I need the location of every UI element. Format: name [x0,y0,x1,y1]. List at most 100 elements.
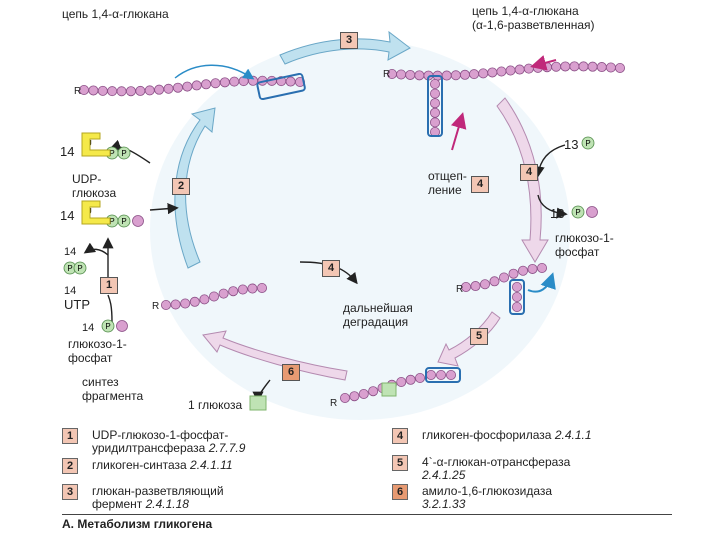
glucose-bead [228,286,239,297]
count-13-bottom: 13 [550,206,565,221]
glucan-chains [79,61,626,408]
cleave-arrow [450,112,467,151]
glucose-bead [237,284,248,295]
glucose-bead [349,391,360,402]
step-6-box: 6 [282,364,300,381]
r-label-1: R [74,86,82,97]
g1p-left-label-2: фосфат [68,351,113,365]
pp-phosphate-2-label: P [77,264,82,273]
glucose-bead [238,76,249,87]
legend-ec-number: 2.7.7.9 [208,441,246,455]
branch-box-top-right [427,75,443,137]
glucose-bead [248,75,259,86]
glucose-bead [182,81,193,92]
legend-enzyme-2: гликоген-синтаза 2.4.1.11 [92,459,233,472]
one-glucose-label: 1 глюкоза [188,398,243,412]
glucose-bead [256,282,267,293]
legend-step-2: 2 [62,458,78,474]
legend-enzyme-name-cont: фермент [92,497,146,511]
caption-rule [62,514,672,515]
glucose-bead [587,61,598,72]
glucose-bead [180,298,191,309]
glucose-bead [208,291,219,302]
glucose-bead [358,388,369,399]
glucose-bead [450,70,461,81]
glucose-bead [247,283,258,294]
glucose-bead [396,376,407,387]
legend-enzyme-1: UDP-глюкозо-1-фосфат-уридилтрансфераза 2… [92,429,245,455]
degrade-label-2: деградация [343,315,409,329]
pp-phosphate-2 [73,261,87,275]
glucose-bead [199,294,210,305]
r-label-2: R [383,69,391,80]
udp-glucose-bead [132,215,144,227]
glucose-bead [441,70,452,81]
branch-bead [445,369,456,380]
udp-icon-top [81,132,111,157]
legend-step-4: 4 [392,428,408,444]
legend-step-5: 5 [392,455,408,471]
glucose-bead [469,69,480,80]
step-1-box: 1 [100,277,118,294]
r-label-5: R [330,398,338,409]
legend-enzyme-4: гликоген-фосфорилаза 2.4.1.1 [422,429,592,442]
g1p-arrow [107,294,113,323]
legend-ec-number: 3.2.1.33 [422,497,466,511]
count-14-top: 14 [60,144,75,159]
glucose-bead [496,66,507,77]
glucose-bead [229,76,240,87]
pp-phosphate-1-label: P [67,264,72,273]
step-4-box-cleave: 4 [471,176,489,193]
degrade-label-1: дальнейшая [343,301,413,315]
step-4-box-degrade: 4 [322,260,340,277]
count-13-top: 13 [564,137,579,152]
glucose-bead [170,299,181,310]
g1p-right-phosphate-label: P [575,208,580,217]
glucose-bead [97,85,108,96]
branch-box-right [509,279,525,315]
branch-bead [429,107,440,118]
g1p-out-arrow [537,194,568,219]
chain-label-top-left: цепь 1,4-α-глюкана [62,7,169,21]
branch-bead [512,291,523,302]
glucose-bead [569,61,580,72]
branch-bead [429,88,440,99]
glucose-bead [518,265,529,276]
count-14-mid: 14 [60,208,75,223]
g1p-left-phosphate [101,319,115,333]
glucose-bead [514,64,525,75]
glucose-bead [405,374,416,385]
legend-enzyme-6: амило-1,6-глюкозидаза 3.2.1.33 [422,485,552,511]
figure-caption: А. Метаболизм гликогена [62,517,213,531]
glucose-bead [487,67,498,78]
g1p-left-bead [116,320,128,332]
chain-label-top-right: цепь 1,4-α-глюкана [472,4,579,18]
legend-enzyme-name: UDP-глюкозо-1-фосфат- [92,428,229,442]
g1p-right-label-1: глюкозо-1- [555,231,614,245]
glucose-bead [470,281,481,292]
phosphate-udp-bot-2-label: P [121,217,126,226]
branch-box-bottom [425,367,461,383]
udp-glucose-label-2: глюкоза [72,186,117,200]
step-2-box: 2 [172,178,190,195]
legend-enzyme-name: 4`-α-глюкан-отрансфераза [422,455,571,469]
glucose-bead [414,372,425,383]
phosphate-udp-top-2-label: P [121,149,126,158]
synthesis-label-2: фрагмента [82,389,144,403]
legend-step-3: 3 [62,484,78,500]
branch-bead [512,281,523,292]
branch-bead [429,117,440,128]
top-right-arrow [530,55,557,71]
top-left-curve-arrow [174,64,255,80]
phosphorylase-arrow [496,97,549,263]
r-label-4: R [152,301,160,312]
glucose-bead [478,68,489,79]
glucose-bead [479,279,490,290]
glucose-bead [219,77,230,88]
phosphate-udp-bot-2 [117,214,131,228]
branch-bead [435,369,446,380]
glucose-bead [605,62,616,73]
legend-ec-number: 2.4.1.11 [190,458,233,472]
glucose-bead [551,61,562,72]
